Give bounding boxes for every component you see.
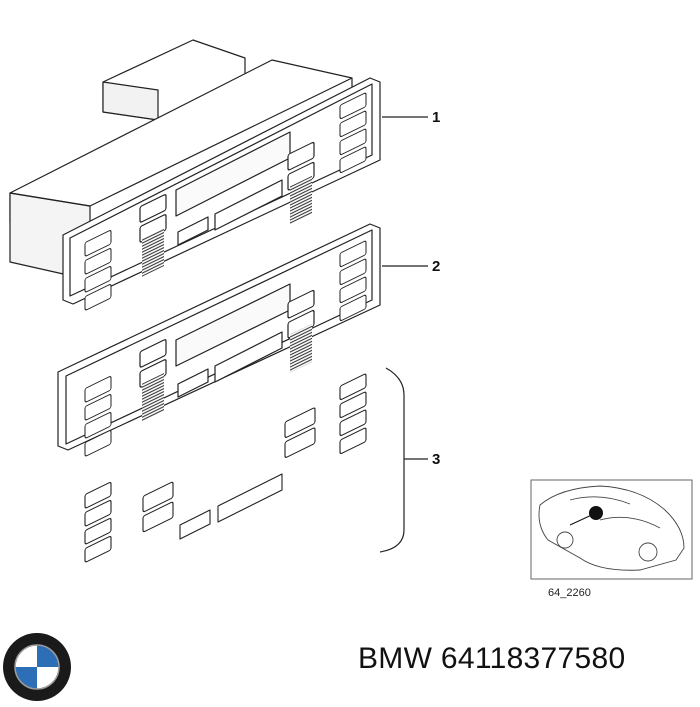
- bracket-3: [379, 367, 405, 553]
- assembly-2-faceplate: [57, 223, 381, 457]
- assembly-3-button-set: [84, 373, 367, 563]
- part-label: BMW 64118377580: [358, 642, 625, 676]
- inset-frame: [530, 479, 693, 580]
- bmw-roundel-icon: [2, 632, 72, 702]
- inset-ref-code: 64_2260: [548, 587, 591, 599]
- brand-name: BMW: [358, 642, 433, 675]
- assembly-1-control-unit: [9, 39, 381, 311]
- vehicle-location-inset: 64_2260: [530, 479, 693, 599]
- callout-3: 3: [432, 451, 440, 468]
- callout-1: 1: [432, 109, 440, 126]
- part-number: 64118377580: [440, 642, 626, 675]
- callout-2: 2: [432, 258, 440, 275]
